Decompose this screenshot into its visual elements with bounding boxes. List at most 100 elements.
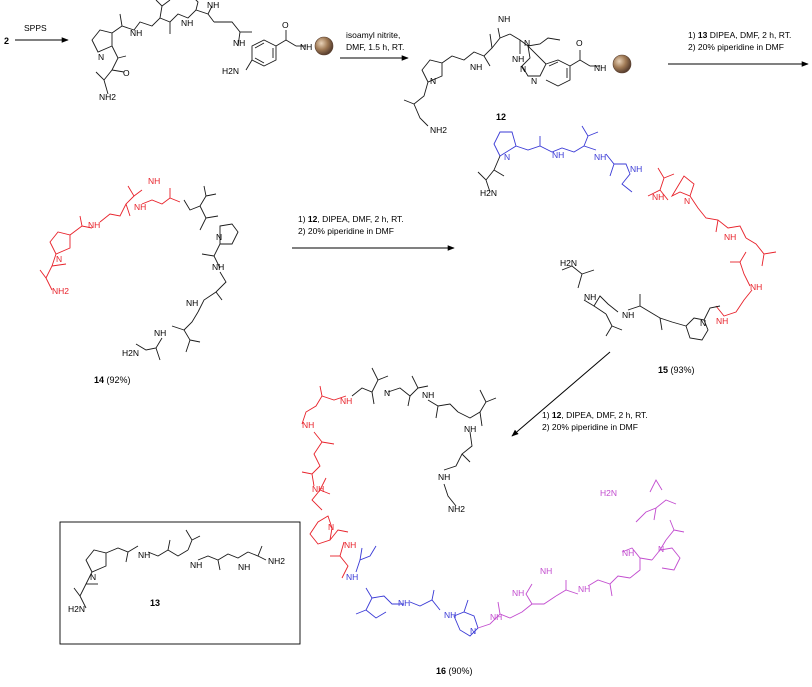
compound-16-atoms: NH NH NH N NH N NH NH NH NH2 NH NH NH N …: [302, 388, 664, 636]
compound-2-label: 2: [4, 36, 9, 46]
atom-label: NH: [594, 152, 606, 162]
atom-label: N: [328, 522, 334, 532]
atom-label: N: [430, 76, 436, 86]
atom-label: NH: [346, 572, 358, 582]
compound-16-blue-segment: [355, 545, 479, 637]
atom-label: NH: [138, 550, 150, 560]
resin-peptide-structure: [91, 0, 306, 95]
compound-15-black-tail: [561, 265, 721, 341]
atom-label: NH: [464, 424, 476, 434]
atom-label: NH2: [448, 504, 465, 514]
atom-label: NH: [302, 420, 314, 430]
label-part: , DIPEA, DMF, 2 h, RT.: [561, 410, 647, 420]
atom-label: NH: [584, 292, 596, 302]
atom-label: NH: [130, 28, 142, 38]
compound-12-structure: [403, 27, 600, 127]
atom-label: N: [56, 254, 62, 264]
step5-line1: 1) 12, DIPEA, DMF, 2 h, RT.: [542, 410, 648, 420]
atom-label: NH: [578, 584, 590, 594]
atom-label: N: [658, 544, 664, 554]
atom-label: NH: [181, 18, 193, 28]
resin-bead-1: [314, 36, 334, 56]
compound-15-red-segment: [647, 167, 777, 317]
atom-label: NH: [470, 62, 482, 72]
atom-label: N: [684, 196, 690, 206]
label-part: 1): [542, 410, 552, 420]
atom-label: NH: [300, 42, 312, 52]
label-part: 12: [308, 214, 318, 224]
atom-label: NH: [312, 484, 324, 494]
atom-label: N: [90, 572, 96, 582]
compound-16-red-segment: [301, 385, 349, 579]
atom-label: NH: [190, 560, 202, 570]
atom-label: NH: [422, 390, 434, 400]
atom-label: H2N: [68, 604, 85, 614]
label-part: 1): [298, 214, 308, 224]
compound-14-red-segment: [39, 185, 181, 291]
atom-label: O: [282, 20, 289, 30]
atom-label: N: [531, 76, 537, 86]
atom-label: NH: [186, 298, 198, 308]
atom-label: N: [384, 388, 390, 398]
atom-label: N: [216, 232, 222, 242]
atom-label: NH: [540, 566, 552, 576]
atom-label: NH: [750, 282, 762, 292]
step4-line2: 2) 20% piperidine in DMF: [298, 226, 394, 236]
step5-line2: 2) 20% piperidine in DMF: [542, 422, 638, 432]
atom-label: NH: [398, 598, 410, 608]
atom-label: NH2: [430, 125, 447, 135]
compound-13-atoms: N H2N NH NH NH NH2: [68, 550, 285, 614]
atom-label: H2N: [122, 348, 139, 358]
atom-label: H2N: [600, 488, 617, 498]
atom-label: NH: [724, 232, 736, 242]
atom-label: NH: [512, 54, 524, 64]
atom-label: NH: [498, 14, 510, 24]
label-part: , DIPEA, DMF, 2 h, RT.: [317, 214, 403, 224]
compound-12-label: 12: [496, 112, 506, 122]
compound-16-black-segment: [351, 367, 497, 507]
label-part: DIPEA, DMF, 2 h, RT.: [707, 30, 791, 40]
compound-14-black-segment: [135, 185, 239, 361]
atom-label: NH: [88, 220, 100, 230]
compound-15-label: 15 (93%): [658, 365, 695, 375]
label-part: 15: [658, 365, 668, 375]
atom-label: NH: [212, 262, 224, 272]
atom-label: H2N: [222, 66, 239, 76]
compound-12-atoms: NH NH NH N N N N NH2 NH O: [430, 14, 606, 135]
atom-label: N: [98, 52, 104, 62]
atom-label: NH: [716, 316, 728, 326]
compound-15-blue-segment: [493, 125, 633, 193]
label-part: 13: [698, 30, 708, 40]
atom-label: NH: [154, 328, 166, 338]
atom-label: NH: [344, 540, 356, 550]
compound-14-label: 14 (92%): [94, 375, 131, 385]
atom-label: NH: [134, 202, 146, 212]
atom-label: NH: [444, 610, 456, 620]
atom-label: NH2: [52, 286, 69, 296]
step3-line1: 1) 13 DIPEA, DMF, 2 h, RT.: [688, 30, 791, 40]
resin-bead-2: [612, 54, 632, 74]
compound-16-label: 16 (90%): [436, 666, 473, 676]
atom-label: NH2: [99, 92, 116, 102]
label-part: 1): [688, 30, 698, 40]
label-part: (92%): [104, 375, 131, 385]
atom-label: NH: [652, 192, 664, 202]
atom-label: NH: [622, 548, 634, 558]
atom-label: NH: [552, 150, 564, 160]
atom-label: N: [504, 152, 510, 162]
coupling-arrow-3: [511, 351, 611, 437]
atom-label: H2N: [560, 258, 577, 268]
atom-label: NH: [512, 588, 524, 598]
atom-label: NH: [340, 396, 352, 406]
atom-label: N: [700, 318, 706, 328]
step2-line1: isoamyl nitrite,: [346, 30, 400, 40]
atom-label: NH: [622, 310, 634, 320]
compound-13-box: [59, 521, 301, 645]
atom-label: NH: [438, 472, 450, 482]
label-part: 14: [94, 375, 104, 385]
step3-line2: 2) 20% piperidine in DMF: [688, 42, 784, 52]
resin-peptide-atoms: NH NH NH NH H2N N O NH NH2 O: [98, 0, 312, 102]
compound-15-atoms: N H2N NH NH NH NH N NH NH NH N NH NH H2N: [480, 150, 762, 328]
atom-label: N: [524, 38, 530, 48]
atom-label: H2N: [480, 188, 497, 198]
